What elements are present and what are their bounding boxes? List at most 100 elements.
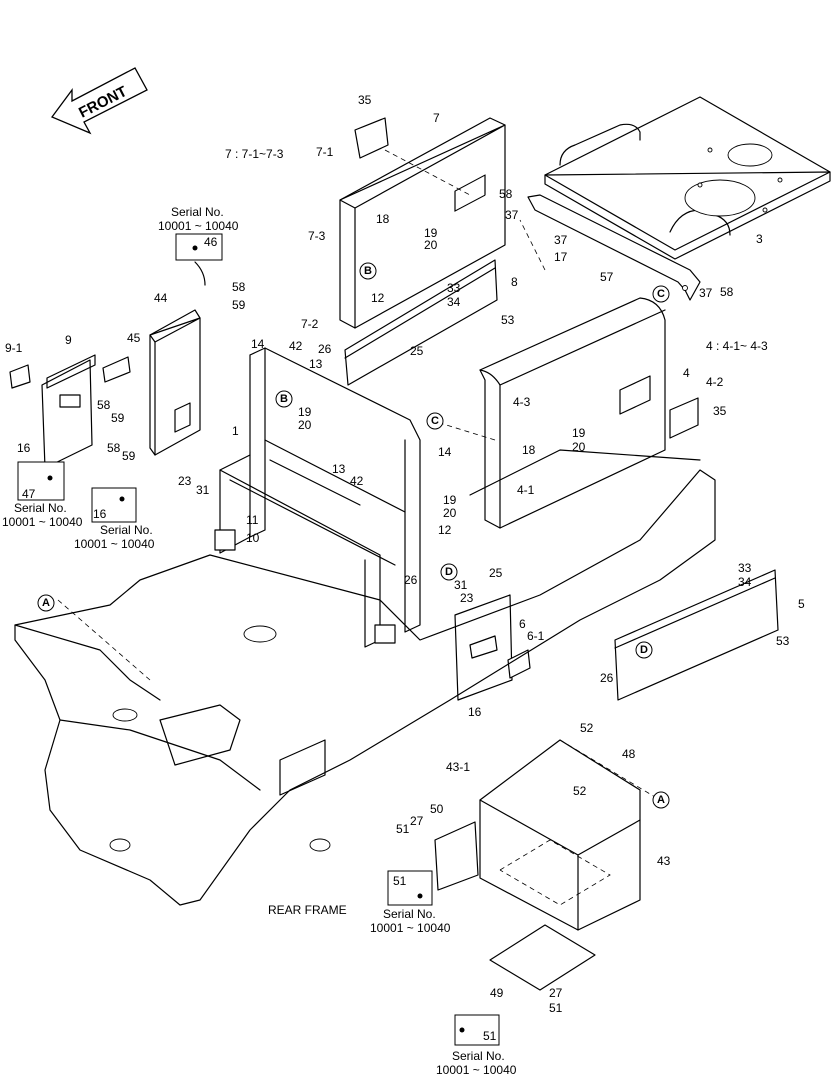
- part-label: 43-1: [446, 760, 470, 774]
- part-label: 34: [447, 295, 461, 309]
- part-label: 35: [358, 93, 372, 107]
- part-label: 12: [371, 291, 385, 305]
- svg-text:Serial No.: Serial No.: [14, 501, 67, 515]
- part-label: 27: [410, 814, 424, 828]
- part-label: 37: [554, 233, 568, 247]
- part-label: 31: [454, 578, 468, 592]
- part-label: 37: [505, 208, 519, 222]
- part-label: 20: [298, 418, 312, 432]
- front-arrow: FRONT: [50, 67, 148, 135]
- part-label: 6-1: [527, 629, 545, 643]
- part-label: 7-1: [316, 145, 334, 159]
- part-label: 18: [376, 212, 390, 226]
- part-label: 4-1: [517, 483, 535, 497]
- panel-8: [344, 259, 498, 386]
- svg-text:51: 51: [393, 874, 407, 888]
- bracket-57: [527, 194, 701, 301]
- part-label: 51: [396, 822, 410, 836]
- svg-text:46: 46: [204, 235, 218, 249]
- part-label: 59: [232, 298, 246, 312]
- reference-markers: A A B B C C D D: [37, 262, 670, 809]
- marker-a-2: A: [652, 791, 670, 809]
- marker-c-1: C: [652, 285, 670, 303]
- svg-text:Serial No.: Serial No.: [452, 1049, 505, 1063]
- part-label: 43: [657, 854, 671, 868]
- part-label: 52: [580, 721, 594, 735]
- part-label: 20: [424, 238, 438, 252]
- part-label: 5: [798, 597, 805, 611]
- part-label: 25: [489, 566, 503, 580]
- svg-text:B: B: [280, 393, 288, 405]
- svg-text:10001 ~ 10040: 10001 ~ 10040: [158, 219, 239, 233]
- part-label: 4-3: [513, 395, 531, 409]
- part-label: 16: [468, 705, 482, 719]
- svg-text:D: D: [640, 644, 648, 656]
- part4-note: 4 : 4-1~ 4-3: [706, 339, 768, 353]
- panel-44: [149, 309, 201, 456]
- part-label: 59: [122, 449, 136, 463]
- marker-d-2: D: [635, 641, 653, 659]
- part-label: 52: [573, 784, 587, 798]
- svg-text:51: 51: [483, 1029, 497, 1043]
- part-label: 16: [17, 441, 31, 455]
- svg-text:10001 ~ 10040: 10001 ~ 10040: [2, 515, 83, 529]
- part-label: 19: [443, 493, 457, 507]
- part-label: 8: [511, 275, 518, 289]
- part-label: 23: [460, 591, 474, 605]
- part-label: 44: [154, 291, 168, 305]
- serial-box-51b: 51 Serial No. 10001 ~ 10040: [436, 1014, 517, 1077]
- part-label: 26: [404, 573, 418, 587]
- svg-text:B: B: [364, 265, 372, 277]
- part7-note: 7 : 7-1~7-3: [225, 147, 284, 161]
- svg-text:47: 47: [22, 487, 36, 501]
- part-label: 53: [776, 634, 790, 648]
- serial-box-51a: 51 Serial No. 10001 ~ 10040: [370, 870, 451, 935]
- marker-c-2: C: [426, 412, 444, 430]
- part-label: 50: [430, 802, 444, 816]
- marker-b-1: B: [359, 262, 377, 280]
- plate-45: [102, 356, 131, 383]
- cover-plate-3: [544, 96, 831, 260]
- part-label: 10: [246, 531, 260, 545]
- marker-a-1: A: [37, 594, 55, 612]
- part-label: 26: [600, 671, 614, 685]
- part-label: 7-2: [301, 317, 319, 331]
- part-label: 6: [519, 617, 526, 631]
- part-label: 42: [289, 339, 303, 353]
- part-label: 35: [713, 404, 727, 418]
- part-label: 33: [447, 281, 461, 295]
- serial-box-47: 47 Serial No. 10001 ~ 10040: [2, 461, 83, 529]
- panel-9: [41, 354, 96, 469]
- svg-text:A: A: [657, 794, 665, 806]
- part-label: 14: [438, 445, 452, 459]
- part-label: 27: [549, 986, 563, 1000]
- part-label: 34: [738, 575, 752, 589]
- latch-7-1: [354, 117, 389, 159]
- part-label: 9: [65, 333, 72, 347]
- marker-d-1: D: [440, 563, 458, 581]
- part-label: 19: [572, 426, 586, 440]
- part-label: 20: [572, 440, 586, 454]
- part-label: 26: [318, 342, 332, 356]
- part-label: 48: [622, 747, 636, 761]
- part-9-1: [9, 364, 31, 389]
- part-label: 37: [699, 286, 713, 300]
- svg-text:D: D: [445, 566, 453, 578]
- part-label: 12: [438, 523, 452, 537]
- part-label: 31: [196, 483, 210, 497]
- serial-box-46: Serial No. 10001 ~ 10040 46: [158, 205, 239, 286]
- svg-text:Serial No.: Serial No.: [100, 523, 153, 537]
- part-label: 19: [424, 226, 438, 240]
- svg-text:Serial No.: Serial No.: [171, 205, 224, 219]
- side-cover-4: [479, 297, 699, 529]
- part-label: 45: [127, 331, 141, 345]
- part-label: 53: [501, 313, 515, 327]
- part-label: 14: [251, 337, 265, 351]
- svg-text:Serial No.: Serial No.: [383, 907, 436, 921]
- part-label: 17: [554, 250, 568, 264]
- svg-text:C: C: [431, 415, 439, 427]
- part-label: 20: [443, 506, 457, 520]
- part-label: 59: [111, 411, 125, 425]
